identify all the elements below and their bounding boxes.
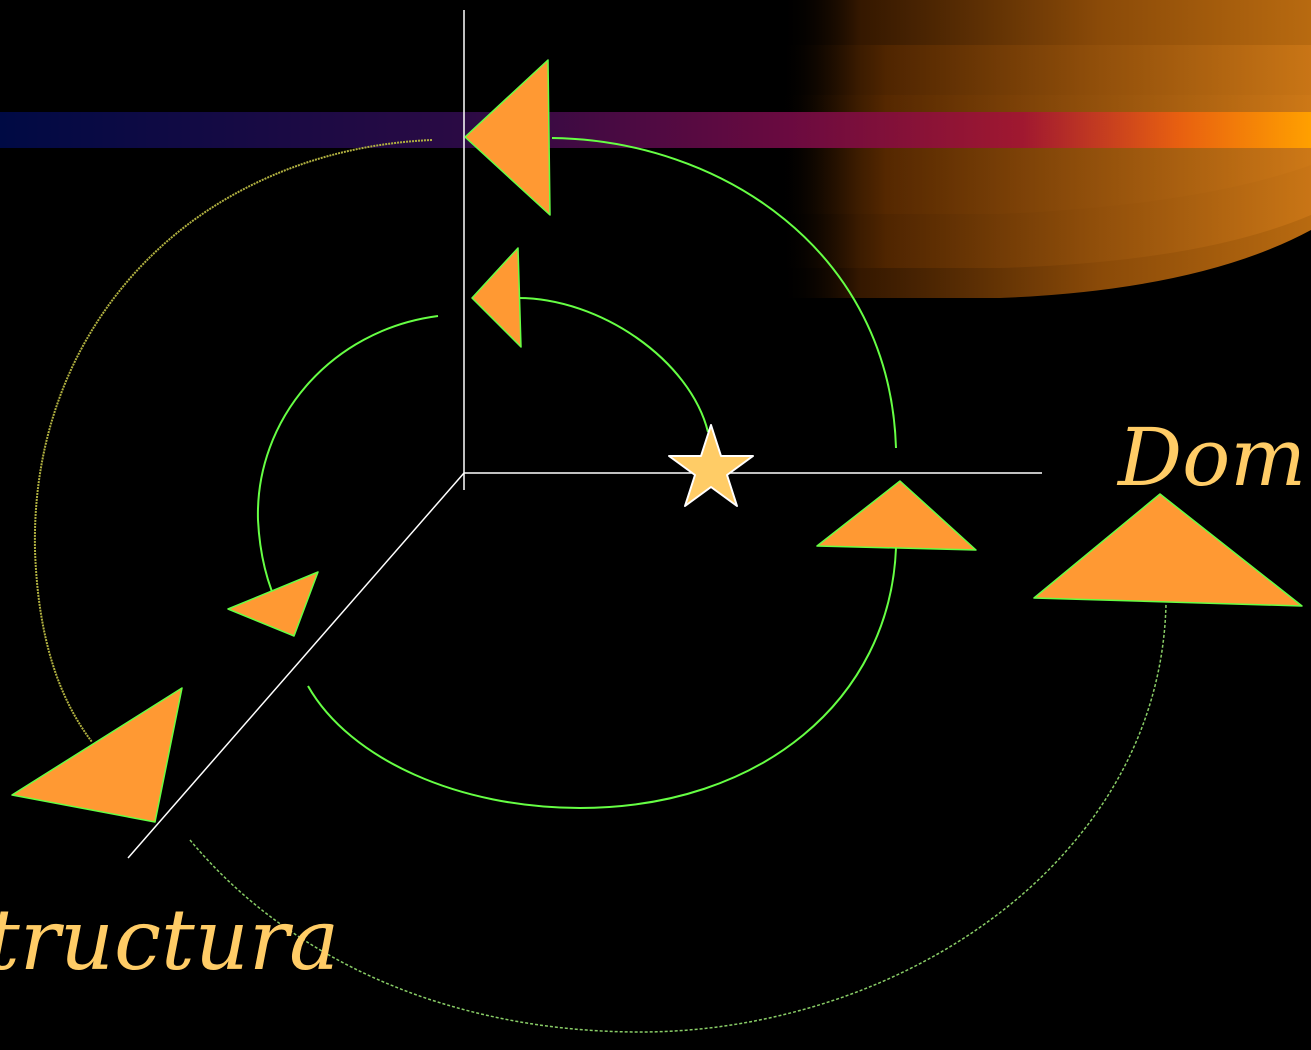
inner-arc-left <box>258 316 438 610</box>
triangle-arrowhead-icon <box>472 248 521 347</box>
inner-arc-top <box>518 298 708 432</box>
middle-arc-bottom <box>308 548 896 808</box>
triangle-arrowhead-icon <box>1034 494 1302 606</box>
diagonal-axis <box>128 473 464 858</box>
triangle-arrowhead-icon <box>228 572 318 636</box>
outer-arc-left <box>35 140 432 742</box>
triangle-arrowhead-icon <box>12 688 182 822</box>
axis-label-right: Dom <box>1118 418 1306 498</box>
triangle-arrowhead-icon <box>817 481 976 550</box>
gradient-band <box>0 112 1311 148</box>
decorative-glow <box>780 0 1311 298</box>
star-icon <box>669 425 753 506</box>
triangle-arrowhead-icon <box>465 60 550 215</box>
axis-label-bottom: tructura <box>0 898 339 982</box>
